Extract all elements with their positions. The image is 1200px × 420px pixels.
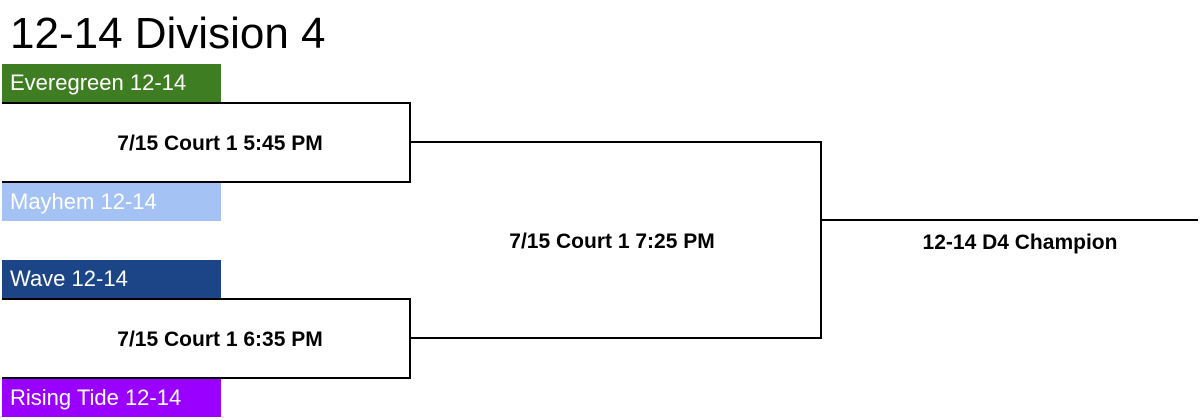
semifinal-1-game-label: 7/15 Court 1 5:45 PM [117,132,323,155]
semifinal-1-bottom-line [2,181,411,183]
team-slot-wave: Wave 12-14 [2,260,221,298]
team-slot-everegreen: Everegreen 12-14 [2,64,221,102]
champion-label: 12-14 D4 Champion [922,231,1118,254]
final-game-label: 7/15 Court 1 7:25 PM [509,230,715,253]
final-vertical-line [820,141,822,339]
semifinal-1-output-line [409,141,822,143]
semifinal-2-bottom-line [2,377,411,379]
semifinal-2-top-line [2,298,411,300]
champion-line [820,219,1198,221]
semifinal-1-top-line [2,102,411,104]
team-slot-mayhem: Mayhem 12-14 [2,183,221,221]
semifinal-2-output-line [409,337,822,339]
semifinal-2-game-label: 7/15 Court 1 6:35 PM [117,328,323,351]
team-slot-rising-tide: Rising Tide 12-14 [2,379,221,417]
bracket-title: 12-14 Division 4 [10,9,326,58]
